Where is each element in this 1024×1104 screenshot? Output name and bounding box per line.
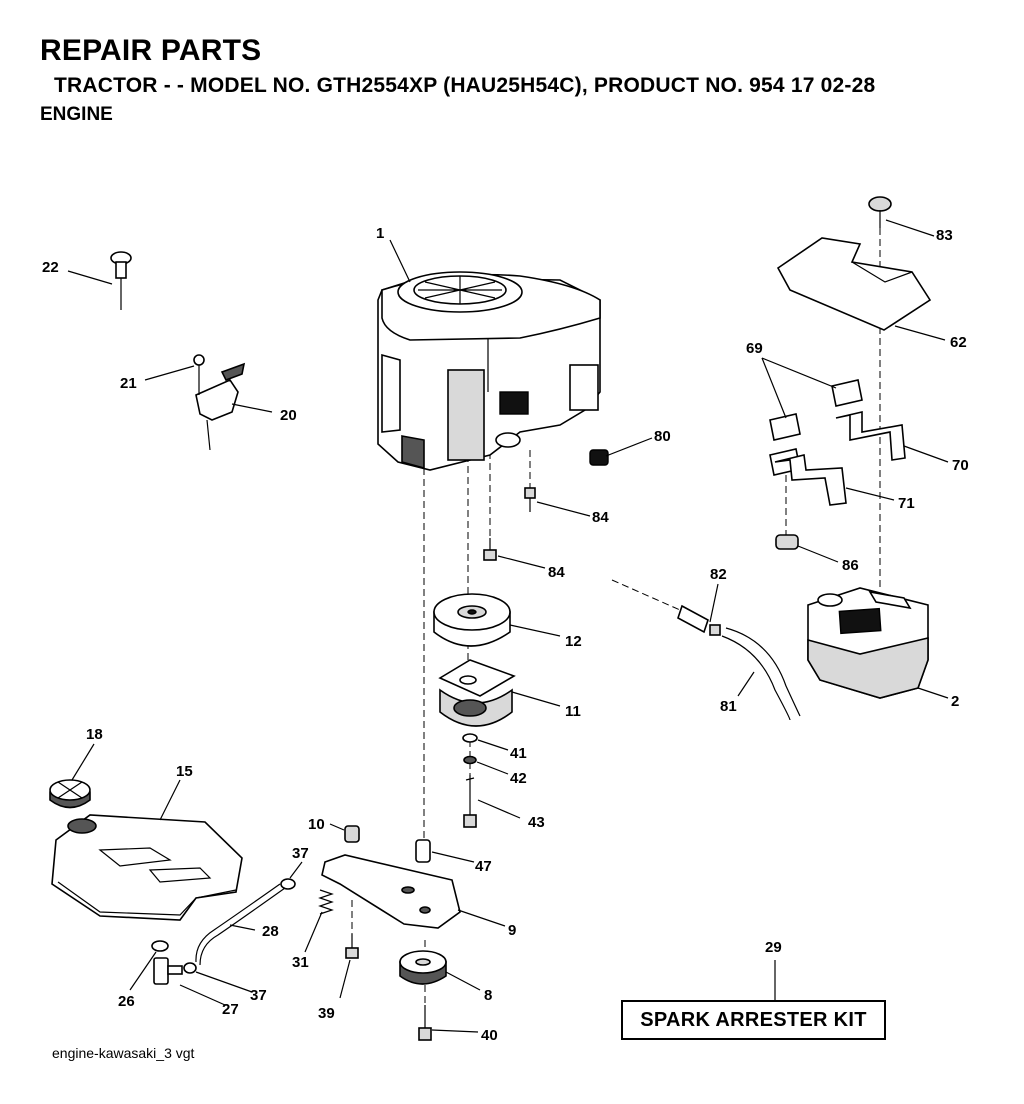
callout-37-upper: 37 <box>292 845 309 862</box>
callout-8: 8 <box>484 987 492 1004</box>
callout-9: 9 <box>508 922 516 939</box>
callout-1: 1 <box>376 225 384 242</box>
callout-42: 42 <box>510 770 527 787</box>
part-26-grommet <box>151 940 169 952</box>
drawing-id: engine-kawasaki_3 vgt <box>52 1045 195 1061</box>
part-80-nut <box>589 449 609 466</box>
callout-2: 2 <box>951 693 959 710</box>
part-43-bolt <box>463 775 477 828</box>
part-22-plug <box>110 251 132 310</box>
callout-29: 29 <box>765 939 782 956</box>
callout-47: 47 <box>475 858 492 875</box>
callout-62: 62 <box>950 334 967 351</box>
callout-31: 31 <box>292 954 309 971</box>
callout-labels: 1 2 8 9 10 11 12 15 18 20 21 22 26 27 28… <box>42 225 969 1044</box>
spark-arrester-kit-box: SPARK ARRESTER KIT <box>621 1000 886 1040</box>
callout-82: 82 <box>710 566 727 583</box>
part-81-hose <box>721 627 801 721</box>
part-42-washer <box>463 755 477 765</box>
callout-18: 18 <box>86 726 103 743</box>
part-20-throttle-bracket <box>195 362 246 451</box>
callout-11: 11 <box>565 703 581 720</box>
callout-83: 83 <box>936 227 953 244</box>
part-86-nut <box>775 534 799 550</box>
part-84-bolt-b <box>483 538 497 561</box>
part-47-spacer <box>415 839 431 863</box>
leader-lines <box>67 219 949 1033</box>
callout-70: 70 <box>952 457 969 474</box>
callout-80: 80 <box>654 428 671 445</box>
callout-84-upper: 84 <box>592 509 609 526</box>
part-21-screw <box>193 354 205 395</box>
part-2-muffler <box>807 587 929 699</box>
part-41-washer <box>462 733 478 743</box>
part-39-screw <box>345 934 359 959</box>
callout-26: 26 <box>118 993 135 1010</box>
part-1-engine <box>377 271 601 471</box>
part-8-idler-pulley <box>399 950 447 985</box>
part-37-clamp-upper <box>280 878 296 890</box>
part-84-bolt-a <box>524 487 536 512</box>
part-12-pulley <box>433 593 511 647</box>
callout-41: 41 <box>510 745 527 762</box>
part-15-fuel-tank <box>51 814 243 921</box>
part-11-clutch <box>438 659 516 727</box>
callout-81: 81 <box>720 698 737 715</box>
part-37-clamp-lower <box>183 962 197 974</box>
callout-71: 71 <box>898 495 915 512</box>
callout-39: 39 <box>318 1005 335 1022</box>
callout-22: 22 <box>42 259 59 276</box>
part-9-bracket <box>321 854 461 929</box>
part-28-fuel-line <box>195 883 286 966</box>
section-title: ENGINE <box>40 104 113 125</box>
callout-20: 20 <box>280 407 297 424</box>
part-83-screw <box>868 196 892 228</box>
page-subtitle: TRACTOR - - MODEL NO. GTH2554XP (HAU25H5… <box>54 74 876 97</box>
callout-43: 43 <box>528 814 545 831</box>
callout-10: 10 <box>308 816 325 833</box>
part-70-exhaust-pipe <box>835 410 906 461</box>
callout-69: 69 <box>746 340 763 357</box>
callout-21: 21 <box>120 375 137 392</box>
part-27-shutoff-valve <box>153 957 183 985</box>
part-10-spacer <box>344 825 360 843</box>
part-69-gaskets <box>769 379 863 476</box>
part-31-spring <box>318 889 334 915</box>
callout-37-lower: 37 <box>250 987 267 1004</box>
callout-84-lower: 84 <box>548 564 565 581</box>
callout-15: 15 <box>176 763 193 780</box>
page-title: REPAIR PARTS <box>40 34 262 67</box>
callout-86: 86 <box>842 557 859 574</box>
callout-28: 28 <box>262 923 279 940</box>
part-82-fitting <box>677 604 721 636</box>
part-18-fuel-cap <box>49 779 91 809</box>
callout-12: 12 <box>565 633 582 650</box>
part-40-bolt <box>418 1005 432 1041</box>
callout-27: 27 <box>222 1001 239 1018</box>
callout-40: 40 <box>481 1027 498 1044</box>
part-71-exhaust-pipe <box>774 454 847 506</box>
part-62-heat-shield <box>776 237 932 331</box>
